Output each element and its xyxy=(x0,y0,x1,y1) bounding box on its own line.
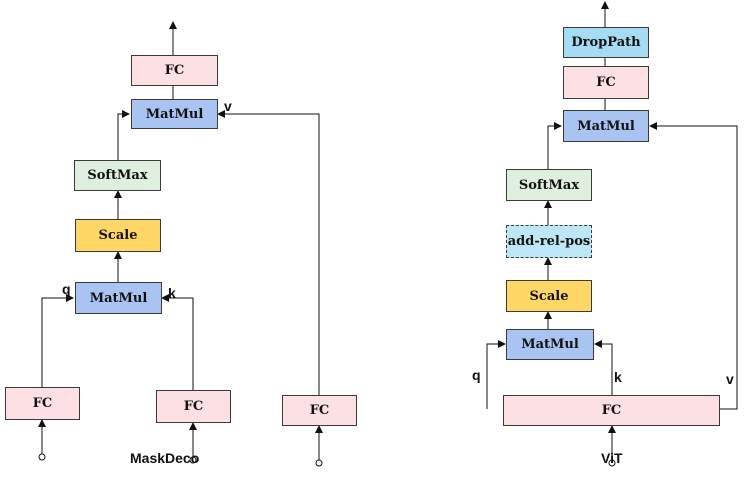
left-matmul-top-box: MatMul xyxy=(131,99,218,129)
right-softmax-box: SoftMax xyxy=(506,169,592,201)
right-v-label: v xyxy=(726,371,734,387)
right-v-arrow xyxy=(649,122,738,410)
left-fc-q-box: FC xyxy=(5,387,80,420)
right-scale-box: Scale xyxy=(506,280,592,312)
right-softmax-to-matmul-arrow xyxy=(547,122,562,169)
right-add-rel-pos-box: add-rel-pos xyxy=(506,225,592,258)
right-matmul-bottom-box: MatMul xyxy=(506,329,594,360)
left-q-arrow xyxy=(41,294,74,387)
right-matmul-top-box: MatMul xyxy=(563,110,649,142)
left-fc-top-box: FC xyxy=(131,55,218,86)
left-softmax-box: SoftMax xyxy=(74,160,161,191)
right-fc-bottom-box: FC xyxy=(503,395,720,426)
left-k-label: k xyxy=(168,285,176,301)
left-v-label: v xyxy=(224,98,232,114)
left-fc-v-box: FC xyxy=(282,395,357,426)
left-input-v-node xyxy=(315,459,323,467)
right-k-arrow xyxy=(594,340,613,395)
left-fc-k-box: FC xyxy=(156,390,231,423)
right-fc-top-box: FC xyxy=(563,66,649,99)
right-input-node xyxy=(608,459,616,467)
left-scale-box: Scale xyxy=(75,219,161,252)
left-caption: MaskDeco xyxy=(130,450,200,466)
left-softmax-to-matmul-arrow xyxy=(117,110,130,160)
right-droppath-box: DropPath xyxy=(563,27,649,58)
right-q-label: q xyxy=(472,367,481,383)
left-matmul-bottom-box: MatMul xyxy=(75,282,162,314)
right-q-arrow xyxy=(486,340,506,409)
left-input-k-node xyxy=(189,456,197,464)
left-v-arrow xyxy=(217,110,320,395)
right-k-label: k xyxy=(614,369,622,385)
left-input-q-node xyxy=(38,453,46,461)
left-k-arrow xyxy=(161,294,194,390)
left-q-label: q xyxy=(62,281,71,297)
right-caption: ViT xyxy=(601,450,623,466)
